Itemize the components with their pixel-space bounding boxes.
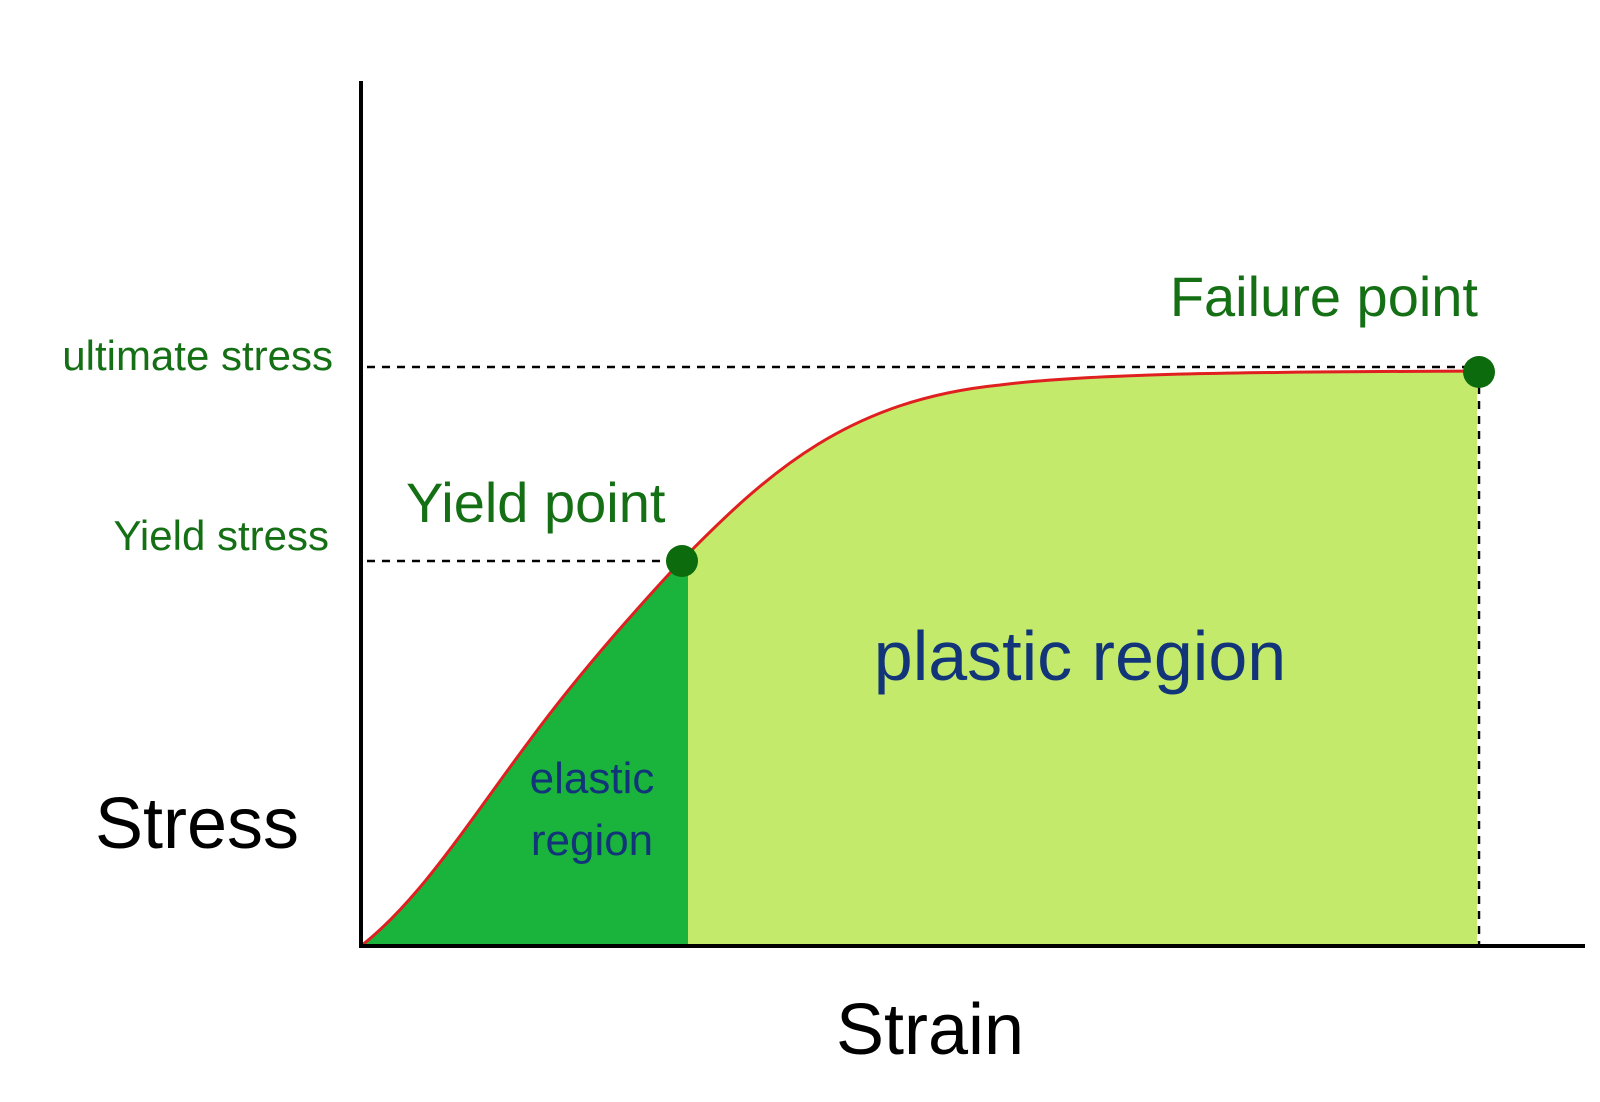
x-axis-title: Strain xyxy=(836,990,1024,1070)
yield-stress-label: Yield stress xyxy=(113,512,329,559)
failure-point-marker xyxy=(1463,356,1495,388)
plastic-region-label: plastic region xyxy=(874,617,1286,695)
elastic-region-label-line1: elastic xyxy=(530,754,655,803)
stress-strain-curve xyxy=(360,369,1478,948)
elastic-region-label-line2: region xyxy=(531,816,653,865)
yield-point-label: Yield point xyxy=(406,471,666,534)
ultimate-stress-label: ultimate stress xyxy=(62,332,333,379)
failure-point-label: Failure point xyxy=(1170,265,1479,328)
y-axis-title: Stress xyxy=(95,784,299,864)
plastic-region-fill xyxy=(688,371,1477,946)
yield-point-marker xyxy=(666,545,698,577)
